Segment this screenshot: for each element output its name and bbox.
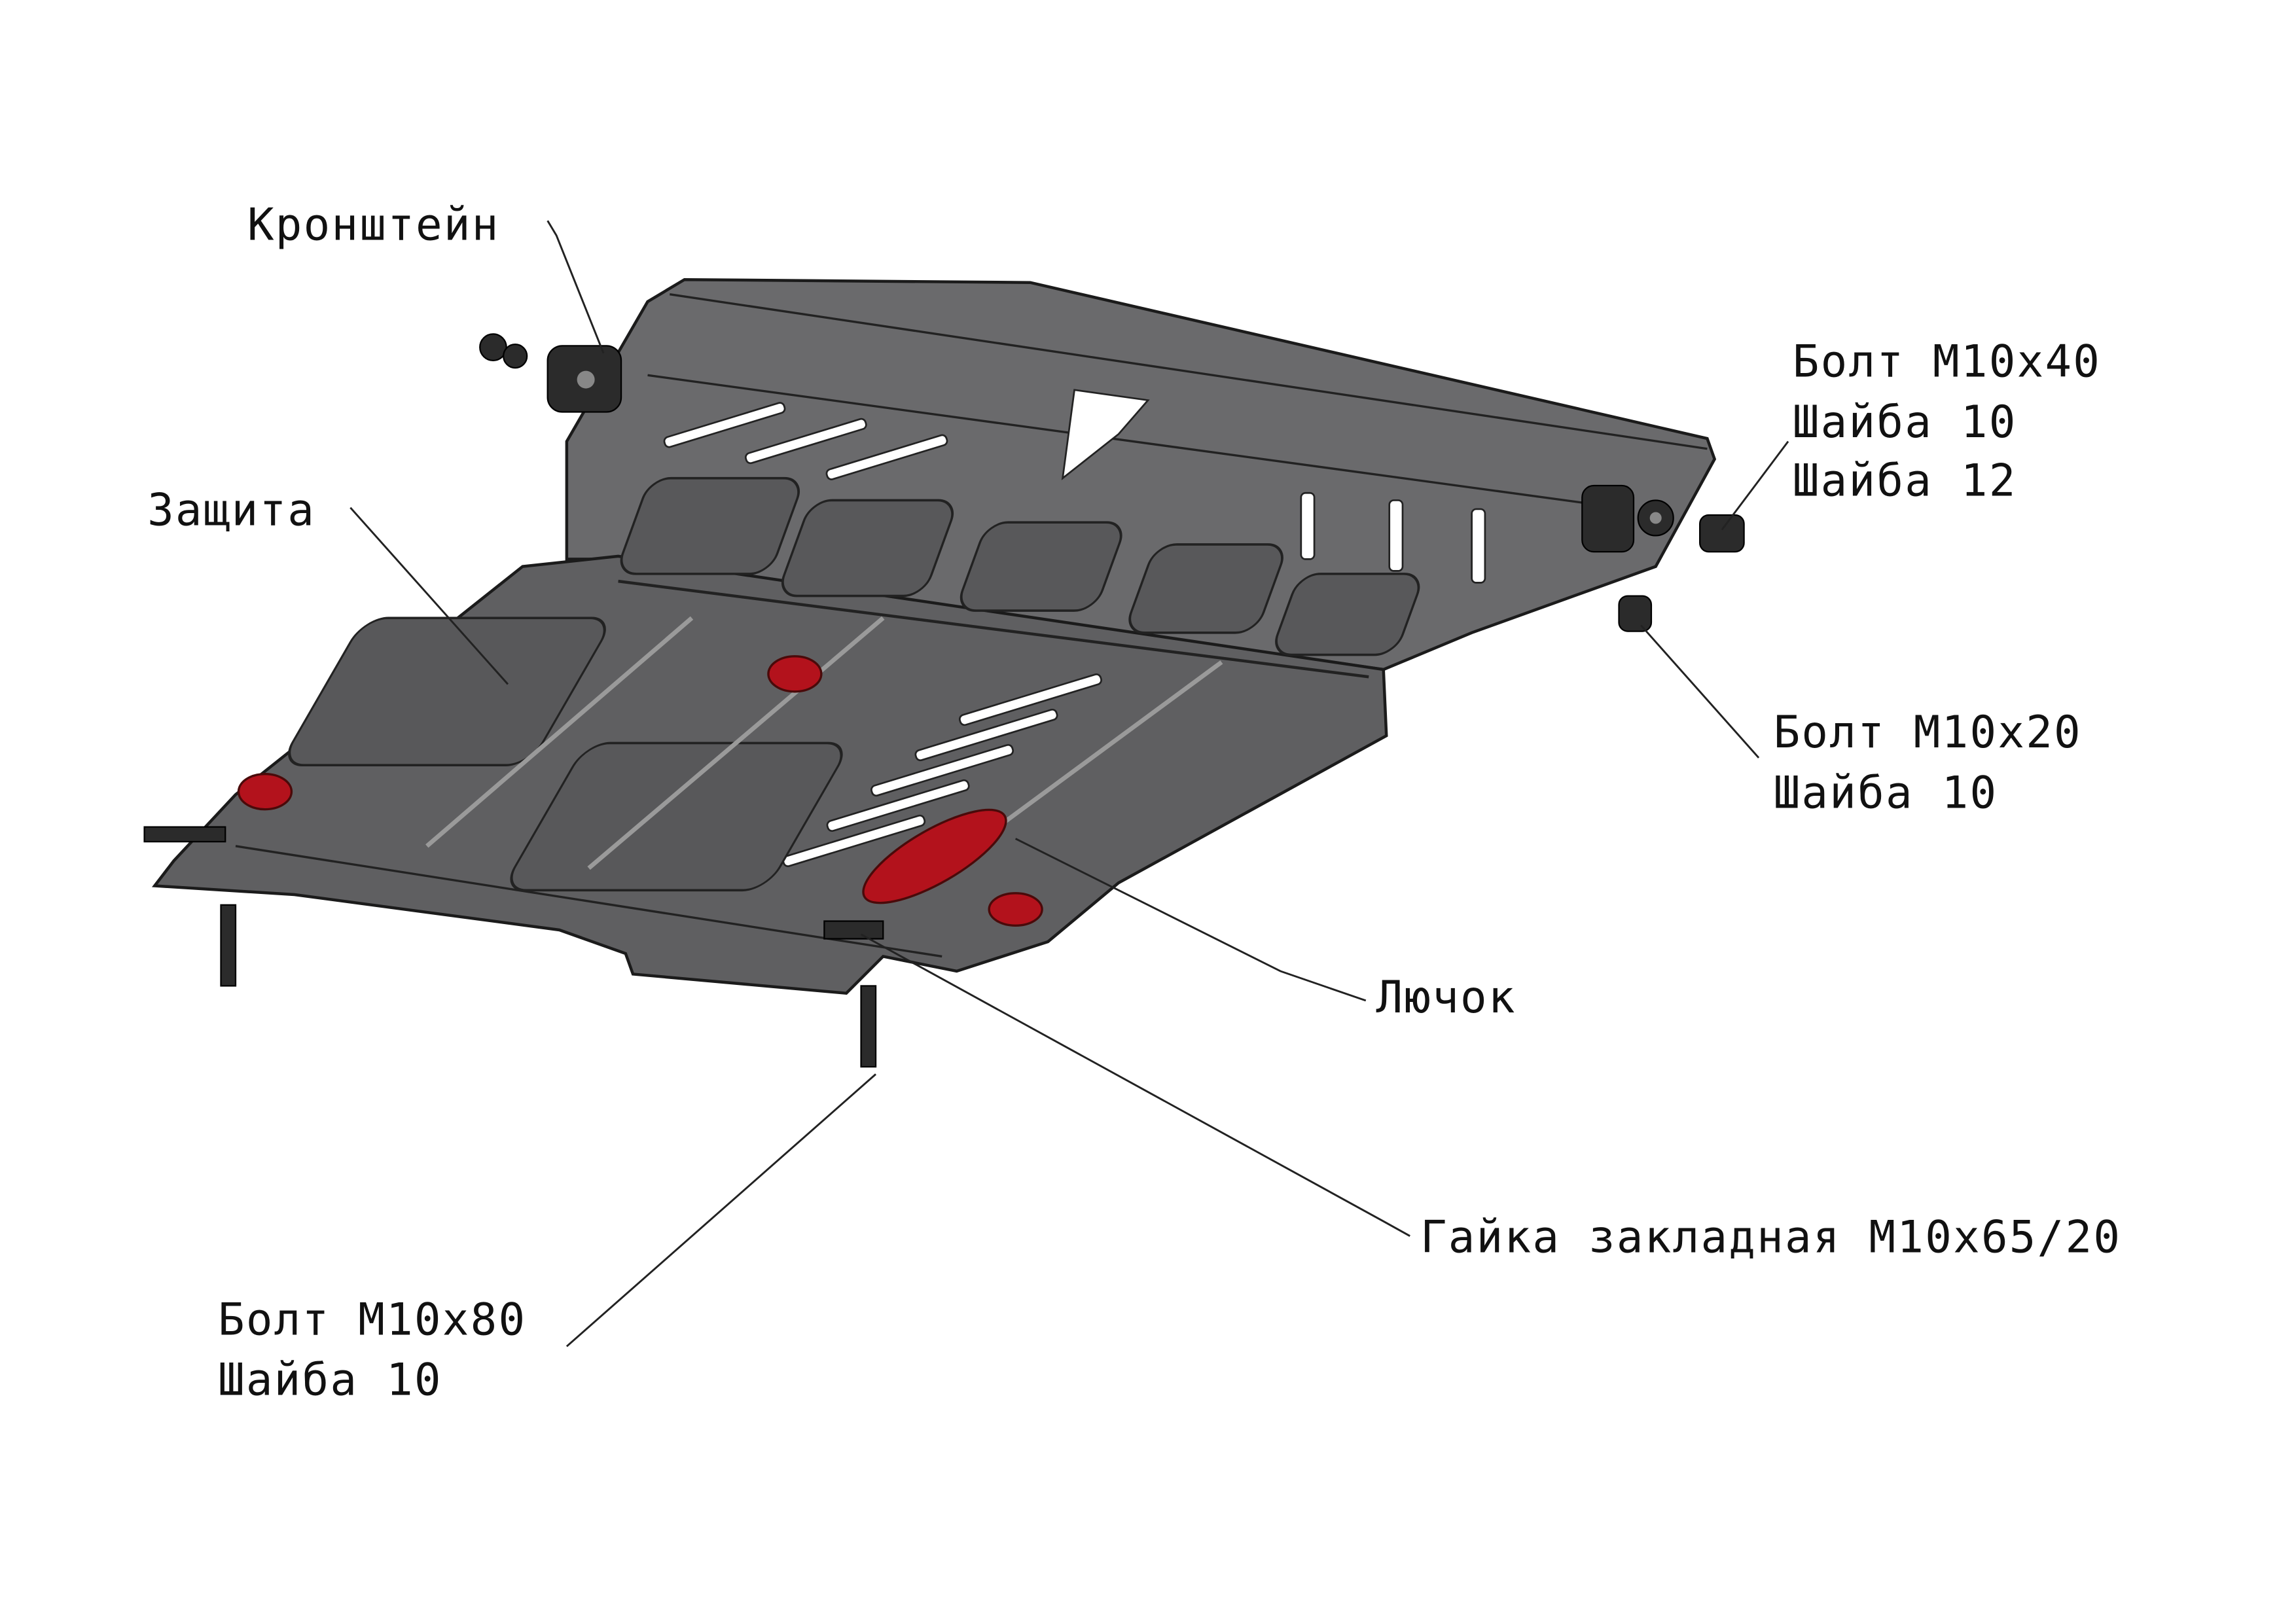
label-hatch: Лючок (1376, 971, 1516, 1023)
leader-lines (350, 220, 1789, 1347)
label-bolt-m10x20: Болт М10х20 (1774, 706, 2082, 758)
stiffening-recesses (288, 476, 1420, 892)
label-insert-nut: Гайка закладная М10х65/20 (1420, 1211, 2121, 1262)
triangle-cutout (1061, 389, 1150, 480)
label-washer-10-b: Шайба 10 (1774, 766, 1998, 818)
label-washer-10-a: Шайба 10 (1793, 396, 2017, 448)
label-guard: Защита (147, 484, 315, 536)
red-plug-left (237, 772, 293, 811)
red-plug-right (988, 892, 1043, 927)
label-bracket: Кронштейн (247, 198, 500, 250)
hardware (143, 333, 1745, 1068)
label-bolt-m10x40: Болт М10х40 (1793, 336, 2101, 387)
label-washer-12: Шайба 12 (1793, 455, 2017, 507)
label-washer-10-c: Шайба 10 (218, 1353, 442, 1405)
hatch-cover (862, 808, 1007, 904)
vent-slots (663, 402, 1486, 867)
red-plug-center (767, 655, 823, 693)
label-bolt-m10x80: Болт М10х80 (218, 1293, 526, 1345)
